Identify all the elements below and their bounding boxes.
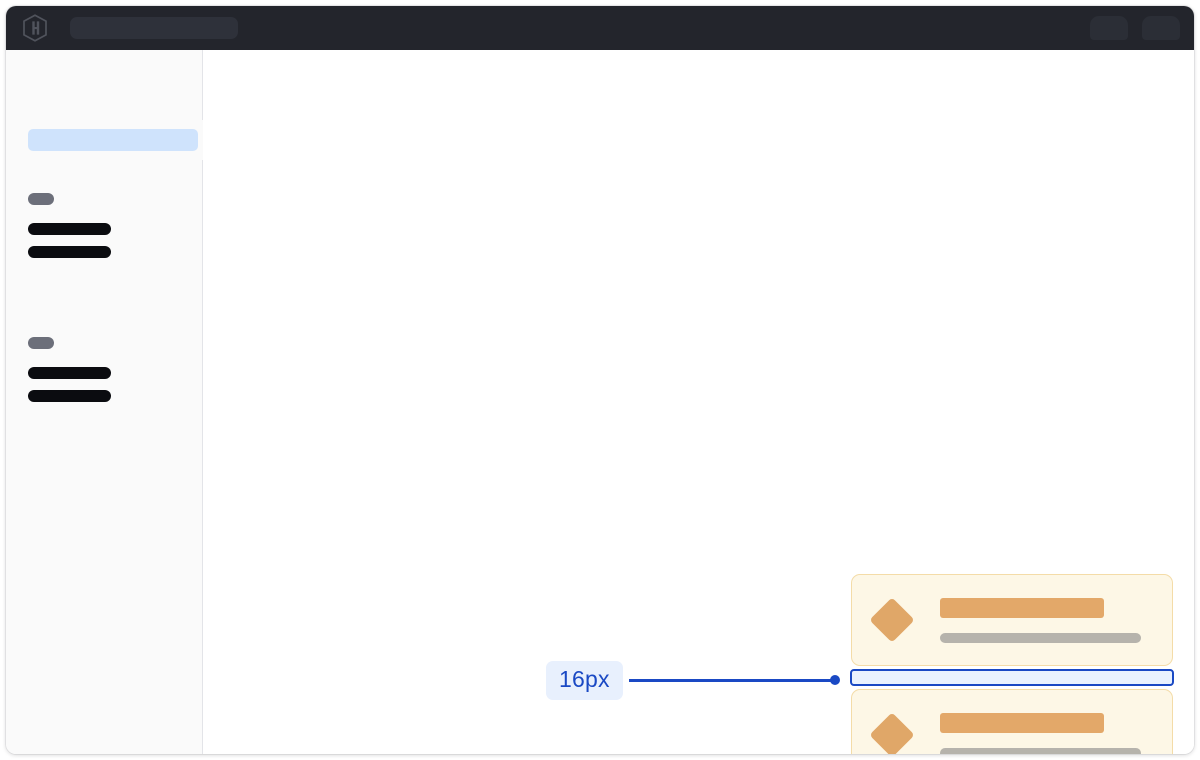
sidebar-item-placeholder[interactable] <box>28 246 111 258</box>
measurement-anchor-dot <box>829 675 840 685</box>
gap-highlight-region[interactable] <box>850 669 1174 686</box>
search-input[interactable] <box>70 17 238 39</box>
card-title-placeholder <box>940 712 1104 733</box>
card-text-block <box>940 597 1172 643</box>
sidebar-group-label <box>28 193 54 205</box>
card-subtitle-placeholder <box>940 632 1141 643</box>
top-navbar <box>6 6 1194 50</box>
sidebar-item-placeholder[interactable] <box>28 390 111 402</box>
card-subtitle-placeholder <box>940 747 1141 754</box>
sidebar <box>6 50 216 754</box>
sidebar-group-label <box>28 337 54 349</box>
diamond-icon <box>869 712 915 754</box>
measurement-leader-line <box>628 678 832 682</box>
card-stack <box>850 574 1174 754</box>
body-area: 16px <box>6 50 1194 754</box>
diamond-icon <box>869 597 915 643</box>
nav-action-placeholder-1[interactable] <box>1090 16 1128 40</box>
sidebar-group <box>28 337 111 402</box>
hashicorp-hexagon-logo-icon[interactable] <box>22 14 48 42</box>
card-title-placeholder <box>940 597 1104 618</box>
nav-action-placeholder-2[interactable] <box>1142 16 1180 40</box>
sidebar-item-active[interactable] <box>28 129 198 151</box>
card-text-block <box>940 712 1172 754</box>
main-canvas: 16px <box>203 50 1194 754</box>
measurement-value-badge: 16px <box>546 660 623 700</box>
app-window: 16px <box>6 6 1194 754</box>
sidebar-item-placeholder[interactable] <box>28 367 111 379</box>
spacing-measurement-annotation: 16px <box>546 660 840 700</box>
sidebar-item-placeholder[interactable] <box>28 223 111 235</box>
content-card[interactable] <box>851 574 1173 666</box>
sidebar-group <box>28 193 111 258</box>
content-card[interactable] <box>851 689 1173 754</box>
